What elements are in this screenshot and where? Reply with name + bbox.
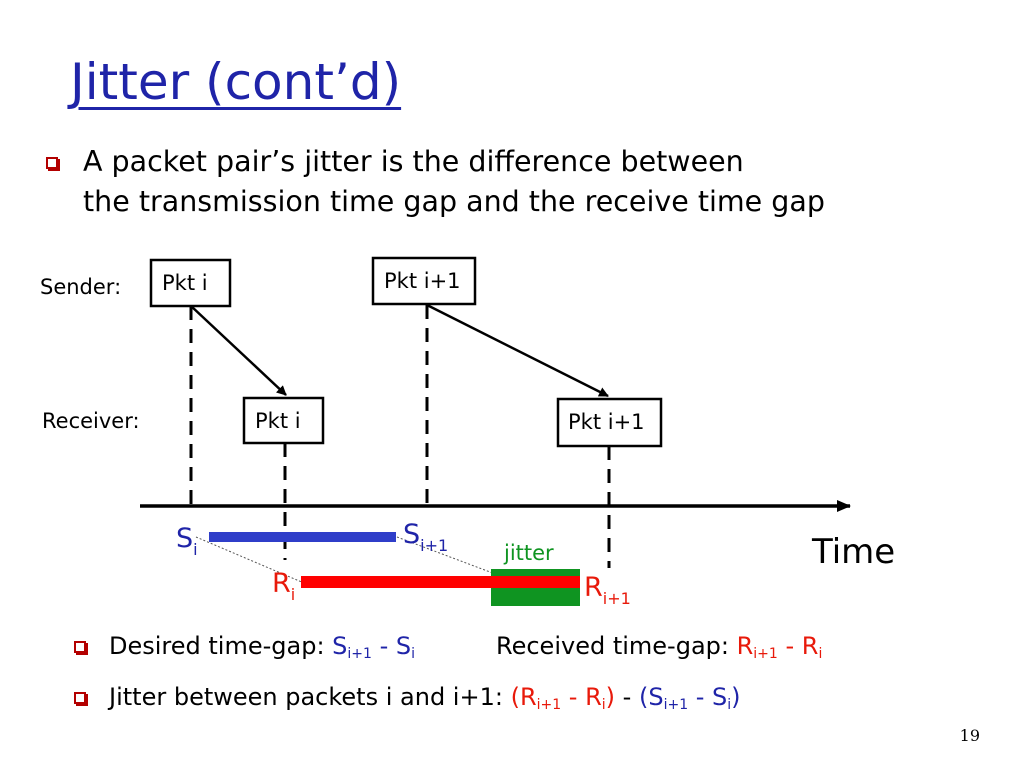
page-number: 19 <box>959 726 980 745</box>
desired-time-gap-text: Desired time-gap: Si+1 - Si <box>109 632 415 662</box>
jitter-formula-text: Jitter between packets i and i+1: (Ri+1 … <box>109 683 741 713</box>
s-i1-label: Si+1 <box>403 519 448 555</box>
receiver-packet-i1-label: Pkt i+1 <box>568 410 645 434</box>
sender-packet-i1-label: Pkt i+1 <box>384 269 461 293</box>
receiver-label: Receiver: <box>42 409 140 433</box>
time-axis-label: Time <box>811 532 895 572</box>
sub-bullet-icon-1 <box>74 641 86 653</box>
receiver-packet-i1: Pkt i+1 <box>556 397 663 448</box>
sub-bullet-icon-2 <box>74 692 86 704</box>
slide-title: Jitter (cont’d) <box>70 53 402 111</box>
main-bullet-text: A packet pair’s jitter is the difference… <box>83 142 825 222</box>
jitter-label: jitter <box>503 541 554 565</box>
main-bullet-line-1: A packet pair’s jitter is the difference… <box>83 145 744 178</box>
receiver-packet-i: Pkt i <box>242 396 325 445</box>
sender-packet-i-label: Pkt i <box>162 271 208 295</box>
sender-packet-i1: Pkt i+1 <box>371 256 477 306</box>
main-bullet-line-2: the transmission time gap and the receiv… <box>83 185 825 218</box>
receiver-packet-i-label: Pkt i <box>255 409 301 433</box>
sender-gap-guide-left <box>195 536 305 584</box>
r-i-label: Ri <box>272 568 295 604</box>
sender-gap-bar <box>209 532 396 542</box>
received-time-gap-text: Received time-gap: Ri+1 - Ri <box>496 632 823 662</box>
s-i-label: Si <box>176 523 198 559</box>
sender-label: Sender: <box>40 275 121 299</box>
receiver-gap-bar <box>301 576 580 588</box>
pkt-i-transit-arrow <box>190 305 287 396</box>
r-i1-label: Ri+1 <box>584 572 631 608</box>
sender-gap-guide-right <box>396 536 499 576</box>
sender-packet-i: Pkt i <box>149 258 232 308</box>
pkt-i1-transit-arrow <box>426 303 609 398</box>
main-bullet-icon <box>46 157 58 169</box>
